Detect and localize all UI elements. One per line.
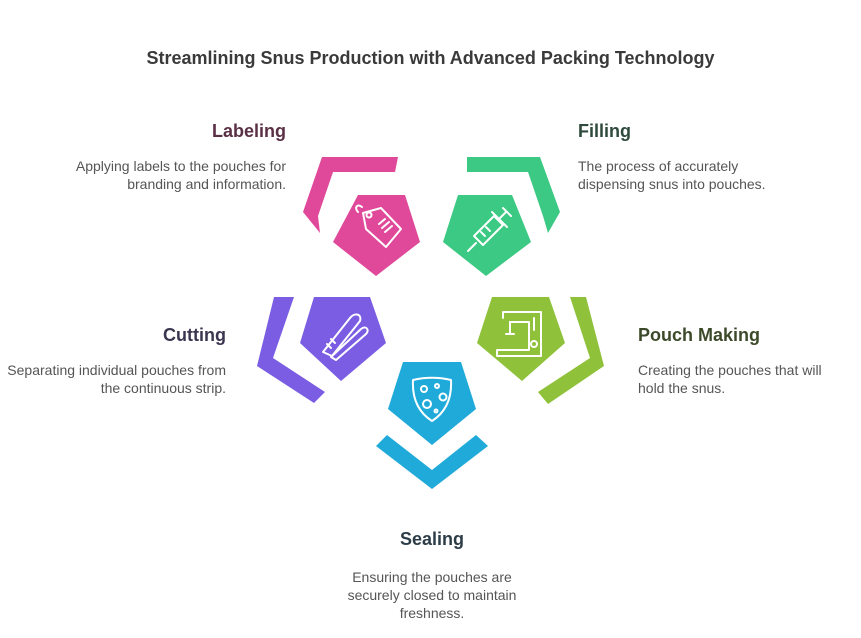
cutting-pentagon — [300, 297, 386, 381]
shield-bubbles-icon — [411, 376, 453, 422]
labeling-segment — [303, 157, 420, 276]
filling-outer-band — [467, 157, 560, 233]
cutting-description: Separating individual pouches from the c… — [7, 362, 226, 396]
labeling-heading: Labeling — [211, 121, 286, 141]
labeling-description: Applying labels to the pouches for brand… — [75, 158, 286, 192]
labeling-pentagon — [333, 195, 420, 276]
pouch-making-heading: Pouch Making — [638, 325, 761, 345]
syringe-icon — [467, 207, 512, 252]
sewing-machine-icon — [496, 311, 542, 357]
price-tag-icon — [355, 204, 402, 248]
filling-description: The process of accurately dispensing snu… — [578, 158, 766, 192]
pouch-making-pentagon — [477, 297, 565, 381]
sealing-outer-band — [376, 435, 488, 489]
sealing-pentagon — [388, 362, 476, 445]
sealing-segment — [376, 362, 488, 489]
cutting-outer-band — [257, 297, 325, 403]
filling-pentagon — [443, 195, 531, 276]
filling-heading: Filling — [578, 121, 631, 141]
scissors-icon — [322, 313, 369, 361]
cutting-segment — [257, 297, 386, 403]
labeling-outer-band — [303, 157, 398, 233]
sealing-description: Ensuring the pouches are securely closed… — [347, 569, 517, 621]
filling-segment — [443, 157, 560, 276]
sealing-heading: Sealing — [399, 529, 465, 549]
cutting-heading: Cutting — [163, 325, 226, 345]
diagram-title: Streamlining Snus Production with Advanc… — [146, 48, 715, 68]
pouch-making-outer-band — [538, 297, 604, 404]
pouch-making-segment — [477, 297, 604, 404]
pouch-making-description: Creating the pouches that will hold the … — [638, 362, 822, 396]
